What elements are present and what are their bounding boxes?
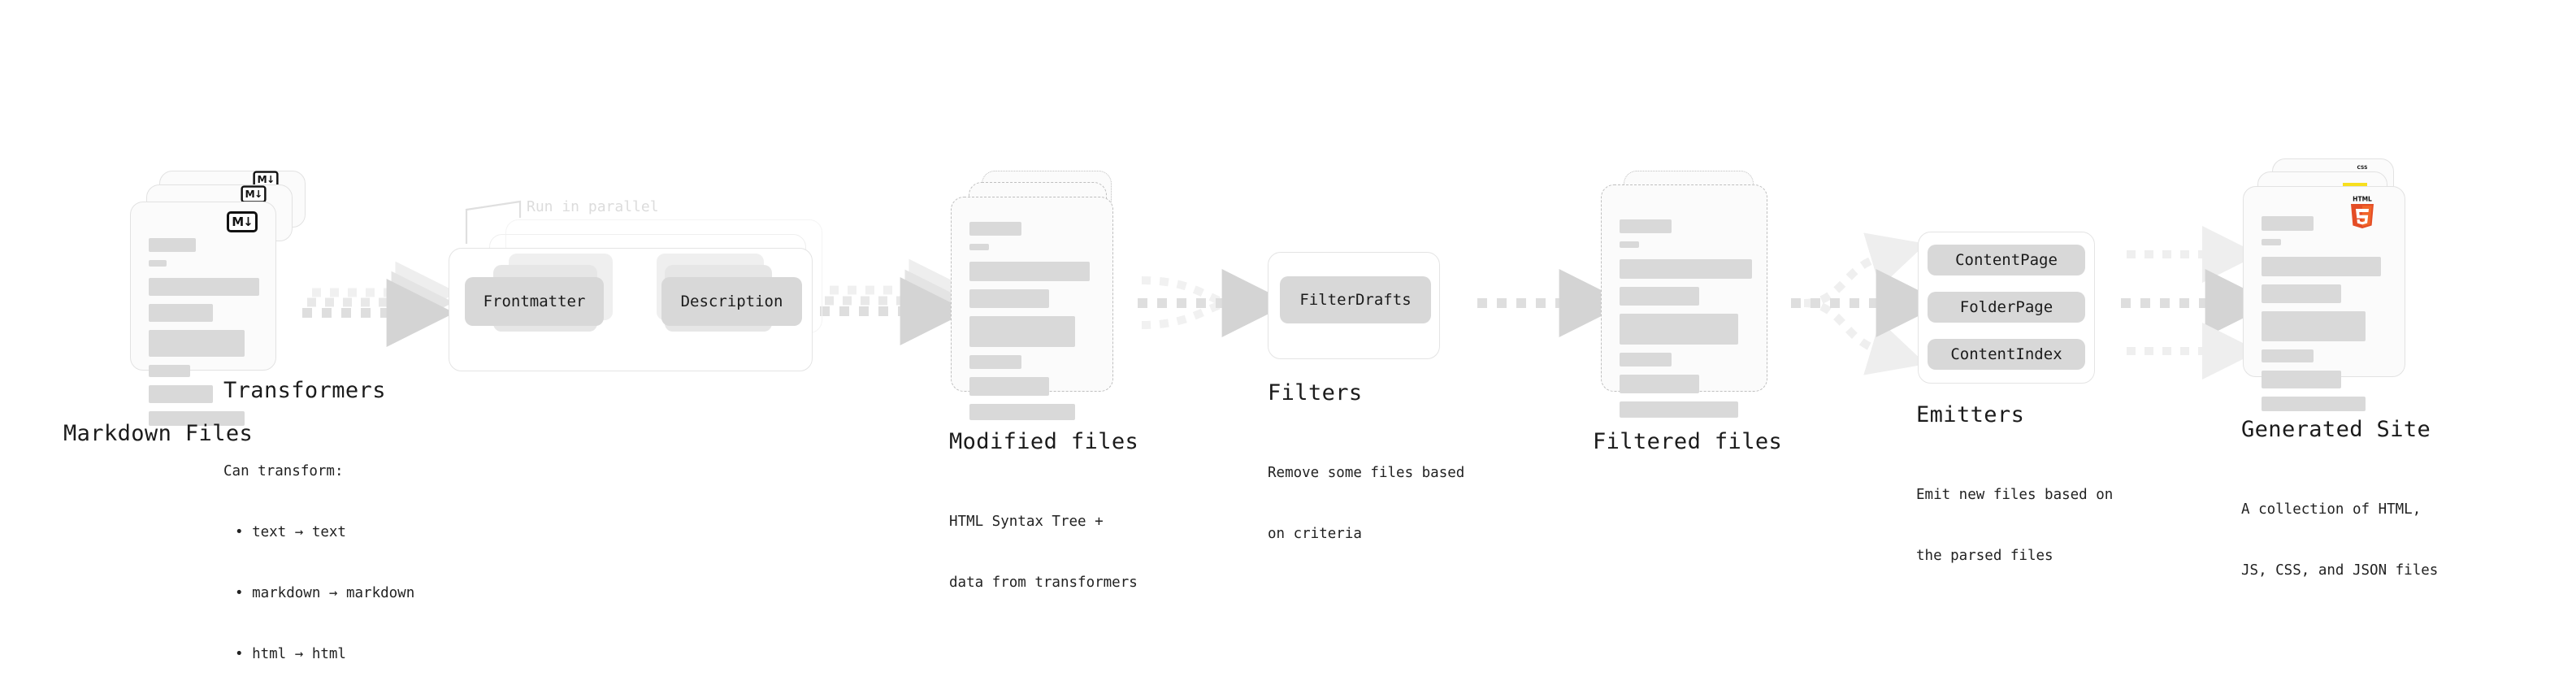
site-card-front	[2243, 186, 2405, 411]
connector-filtered-to-emitters	[1791, 232, 1945, 375]
site-sub-line-1: A collection of HTML,	[2241, 501, 2422, 518]
css-icon-label: CSS	[2357, 165, 2368, 171]
caption-title-transformers: Transformers	[223, 378, 386, 403]
filtered-file-stack	[1601, 171, 1788, 447]
caption-title-modified-files: Modified files	[949, 429, 1139, 454]
connector-md-to-transformers	[302, 261, 458, 347]
transformer-chip-frontmatter[interactable]: Frontmatter	[465, 277, 604, 326]
caption-sub-generated-site: A collection of HTML, JS, CSS, and JSON …	[2241, 459, 2438, 622]
svg-text:HTML: HTML	[2353, 196, 2372, 203]
transformer-chip-description[interactable]: Description	[661, 277, 802, 326]
markdown-icon-back-1: M↓	[241, 185, 267, 203]
caption-title-filters: Filters	[1268, 380, 1363, 406]
caption-sub-filters: Remove some files based on criteria	[1268, 423, 1464, 585]
transform-item-markdown: • markdown → markdown	[235, 585, 415, 601]
markdown-file-stack: M↓ M↓ M↓	[130, 171, 317, 447]
modified-file-stack	[951, 171, 1138, 447]
caption-title-generated-site: Generated Site	[2241, 417, 2431, 442]
modified-sub-line-1: HTML Syntax Tree +	[949, 514, 1104, 530]
caption-sub-modified-files: HTML Syntax Tree + data from transformer…	[949, 471, 1138, 634]
generated-site-stack: CSS HTML	[2243, 158, 2438, 435]
filtered-card-front	[1601, 184, 1767, 418]
connector-modified-to-filters	[1138, 269, 1290, 337]
transform-item-html: • html → html	[235, 646, 346, 662]
emitters-sub-line-1: Emit new files based on	[1916, 487, 2114, 503]
filter-chip-filterdrafts[interactable]: FilterDrafts	[1280, 276, 1431, 323]
stage-markdown-files: M↓ M↓ M↓ Markdown Files	[63, 171, 317, 447]
transform-item-text: • text → text	[235, 524, 346, 540]
connector-emitters-to-site	[2121, 226, 2274, 380]
run-in-parallel-label: Run in parallel	[527, 198, 659, 215]
stage-filtered-files: Filtered files	[1593, 171, 1788, 454]
connector-transformers-to-modified	[820, 258, 972, 345]
site-sub-line-2: JS, CSS, and JSON files	[2241, 562, 2439, 579]
modified-sub-line-2: data from transformers	[949, 575, 1138, 591]
modified-card-front	[951, 197, 1113, 420]
caption-sub-emitters: Emit new files based on the parsed files	[1916, 445, 2113, 607]
emitter-chip-contentpage[interactable]: ContentPage	[1928, 245, 2085, 275]
modified-skeleton-lines	[969, 222, 1095, 428]
markdown-skeleton-lines	[149, 238, 259, 434]
site-skeleton-lines	[2262, 216, 2387, 419]
caption-title-filtered-files: Filtered files	[1593, 429, 1783, 454]
caption-sub-transformers: Can transform: • text → text • markdown …	[223, 421, 414, 681]
caption-title-markdown-files: Markdown Files	[63, 421, 254, 446]
html5-icon: HTML	[2348, 195, 2376, 229]
emitter-chip-folderpage[interactable]: FolderPage	[1928, 292, 2085, 323]
markdown-icon-front: M↓	[227, 211, 258, 232]
stage-modified-files: Modified files HTML Syntax Tree + data f…	[949, 171, 1138, 591]
filters-sub-line-2: on criteria	[1268, 526, 1362, 542]
emitters-sub-line-2: the parsed files	[1916, 548, 2053, 564]
transform-intro: Can transform:	[223, 463, 344, 479]
filtered-skeleton-lines	[1620, 219, 1752, 426]
filters-sub-line-1: Remove some files based	[1268, 465, 1465, 481]
emitter-chip-contentindex[interactable]: ContentIndex	[1928, 339, 2085, 370]
stage-generated-site: CSS HTML	[2241, 158, 2438, 579]
caption-title-emitters: Emitters	[1916, 402, 2025, 427]
